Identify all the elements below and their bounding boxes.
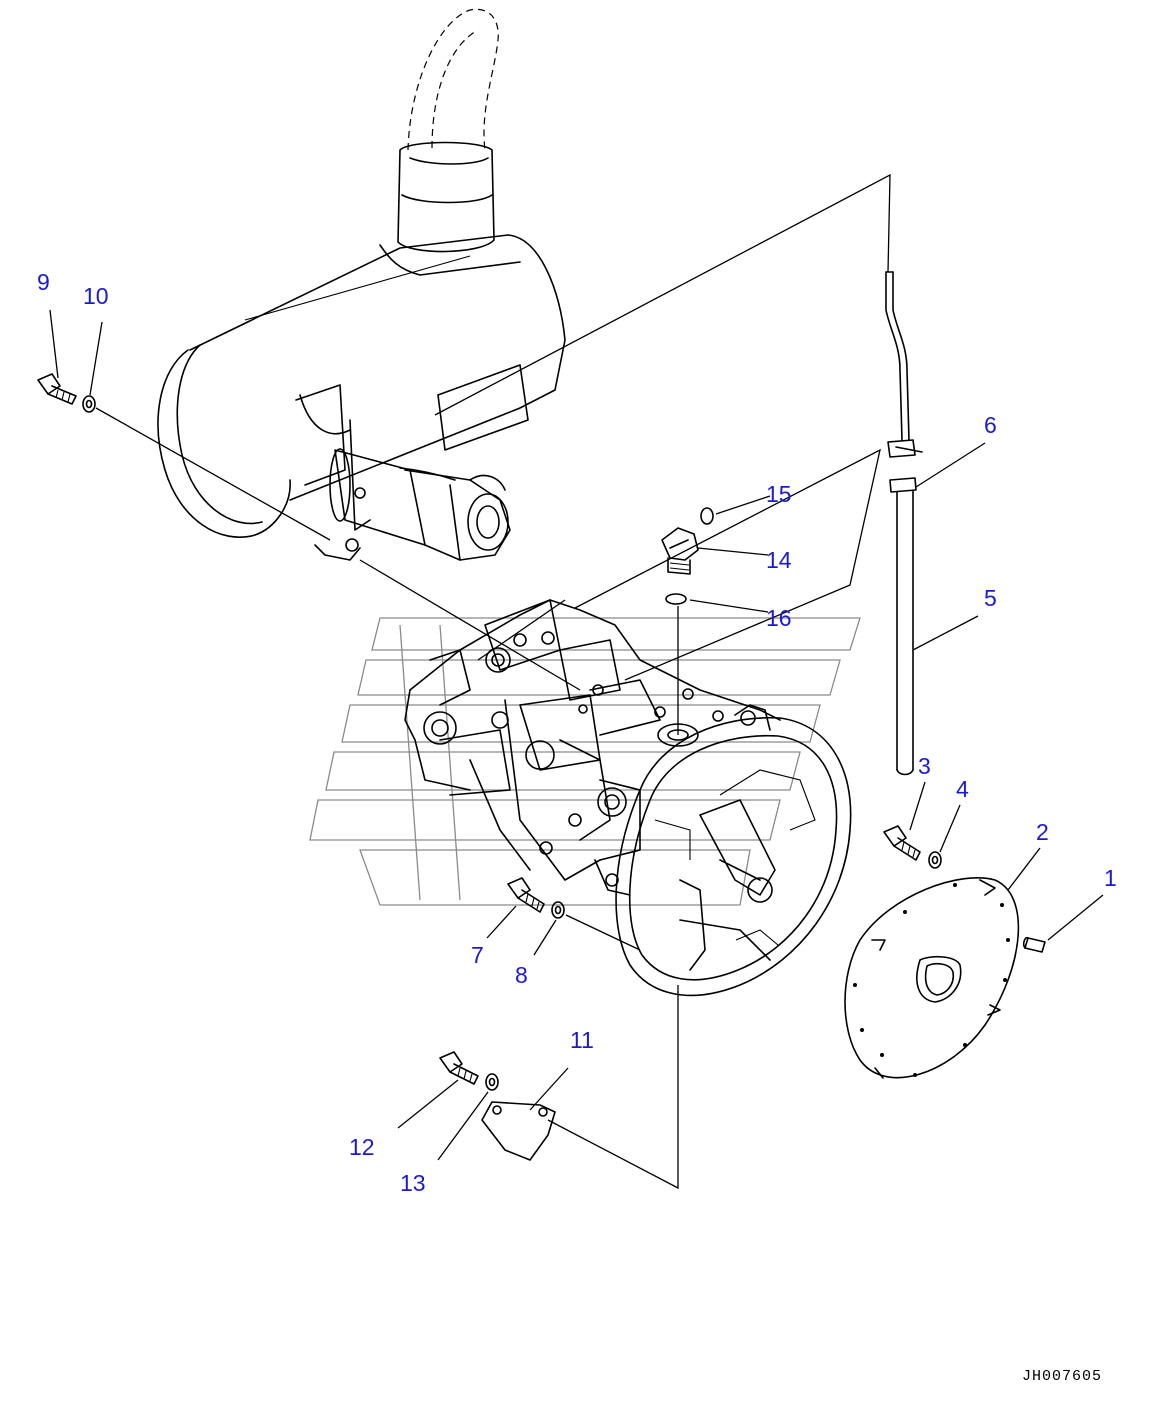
callout-8: 8 — [515, 962, 528, 988]
callout-16: 16 — [766, 605, 792, 631]
callout-13: 13 — [400, 1170, 426, 1196]
disc-plate — [844, 877, 1020, 1079]
washer-10 — [82, 395, 96, 413]
washer-4 — [928, 851, 942, 869]
callout-12: 12 — [349, 1134, 375, 1160]
drawing-code: JH007605 — [1022, 1368, 1102, 1385]
callout-10: 10 — [83, 283, 109, 309]
dipstick-assembly — [885, 271, 923, 776]
callout-11: 11 — [570, 1027, 594, 1053]
bolt-7 — [507, 877, 545, 913]
washer-8 — [551, 901, 565, 919]
bolt-12 — [439, 1051, 479, 1085]
callout-15: 15 — [766, 481, 792, 507]
main-pump — [404, 599, 852, 997]
callout-leaders — [49, 309, 1104, 1161]
callout-labels: 1 2 3 4 5 6 7 8 9 10 11 12 13 14 15 16 — [37, 269, 1117, 1196]
bolt-3 — [883, 825, 921, 861]
callout-9: 9 — [37, 269, 50, 295]
callout-6: 6 — [984, 412, 997, 438]
callout-14: 14 — [766, 547, 792, 573]
washer-13 — [485, 1073, 499, 1091]
o-ring-16 — [665, 593, 687, 605]
bracket-11 — [481, 1101, 556, 1161]
watermark-logo — [309, 617, 861, 906]
callout-7: 7 — [471, 942, 484, 968]
assembly-lines — [95, 173, 891, 1190]
callout-2: 2 — [1036, 819, 1049, 845]
callout-4: 4 — [956, 776, 969, 802]
bolt-1 — [1022, 936, 1046, 953]
callout-3: 3 — [918, 753, 931, 779]
callout-1: 1 — [1104, 865, 1117, 891]
bolt-9 — [37, 373, 77, 405]
callout-5: 5 — [984, 585, 997, 611]
o-ring-15 — [700, 507, 714, 525]
air-cleaner-assembly — [157, 8, 566, 561]
elbow-fitting-14 — [661, 527, 699, 575]
